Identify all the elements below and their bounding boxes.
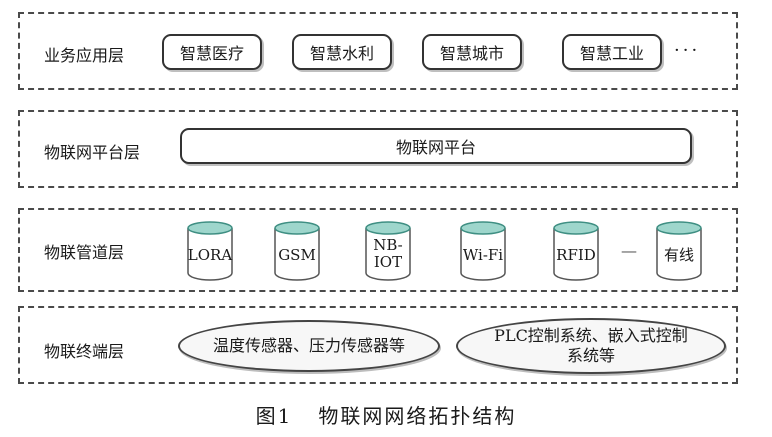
cylinder-wired-label: 有线 [663, 246, 694, 264]
app-smart-healthcare: 智慧医疗 [162, 34, 262, 70]
cylinder-icon [365, 221, 411, 281]
sensor-group-ellipse: 温度传感器、压力传感器等 [178, 320, 440, 372]
cylinder-icon [274, 221, 320, 281]
terminal-layer-label: 物联终端层 [44, 342, 125, 361]
cylinder-icon [187, 221, 233, 281]
cylinder-nb-iot: NB- IOT [365, 221, 411, 281]
app-smart-water: 智慧水利 [292, 34, 392, 70]
figure-number: 图1 [255, 404, 293, 428]
pipeline-separator: — [621, 241, 637, 260]
cylinder-rfid-label: RFID [556, 246, 596, 264]
app-smart-industry: 智慧工业 [562, 34, 662, 70]
cylinder-nb-iot-label: NB- IOT [373, 236, 403, 271]
pipeline-layer: 物联管道层 LORA GSM NB- IOT Wi-Fi [18, 208, 738, 292]
cylinder-gsm: GSM [274, 221, 320, 281]
cylinder-icon [460, 221, 506, 281]
cylinder-icon [656, 221, 702, 281]
figure-caption: 图1 物联网网络拓扑结构 [0, 400, 772, 429]
cylinder-rfid: RFID [553, 221, 599, 281]
cylinder-gsm-label: GSM [278, 246, 316, 264]
control-system-ellipse: PLC控制系统、嵌入式控制 系统等 [456, 318, 726, 374]
cylinder-lora: LORA [187, 221, 233, 281]
iot-platform-box: 物联网平台 [180, 128, 692, 164]
application-layer-label: 业务应用层 [44, 46, 125, 65]
cylinder-icon [553, 221, 599, 281]
application-layer: 业务应用层 智慧医疗 智慧水利 智慧城市 智慧工业 ··· [18, 12, 738, 90]
app-smart-city: 智慧城市 [422, 34, 522, 70]
cylinder-wifi-label: Wi-Fi [462, 246, 504, 264]
cylinder-wifi: Wi-Fi [460, 221, 506, 281]
application-ellipsis: ··· [674, 40, 701, 61]
terminal-layer: 物联终端层 温度传感器、压力传感器等 PLC控制系统、嵌入式控制 系统等 [18, 306, 738, 384]
figure-title: 物联网网络拓扑结构 [318, 404, 517, 428]
cylinder-lora-label: LORA [187, 246, 233, 264]
platform-layer: 物联网平台层 物联网平台 [18, 110, 738, 188]
platform-layer-label: 物联网平台层 [44, 143, 141, 162]
cylinder-wired: 有线 [656, 221, 702, 281]
pipeline-layer-label: 物联管道层 [44, 243, 125, 262]
